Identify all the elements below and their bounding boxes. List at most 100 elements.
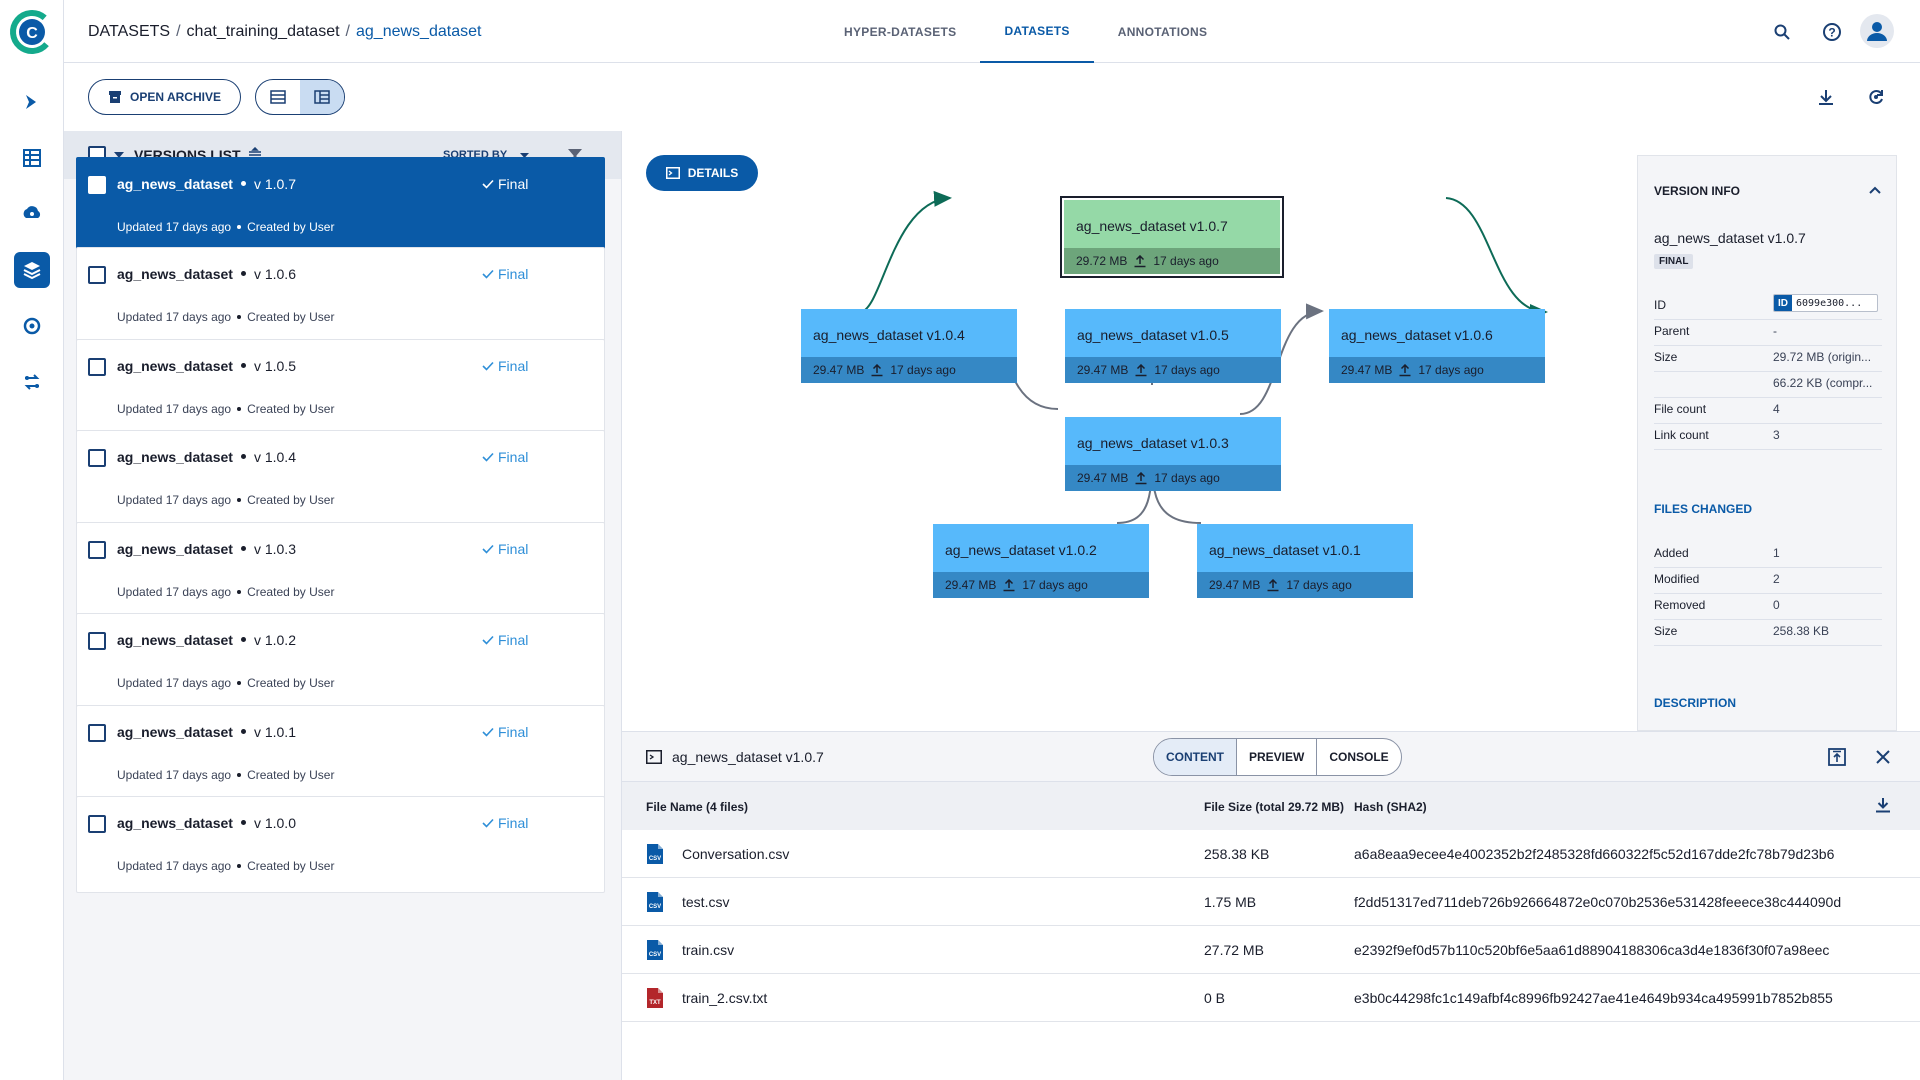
header-tabs: HYPER-DATASETS DATASETS ANNOTATIONS: [820, 0, 1231, 63]
select-menu-chevron-icon[interactable]: [114, 152, 124, 158]
check-icon: [482, 179, 494, 189]
table-view-button[interactable]: [256, 80, 300, 114]
collapse-chevron-up-icon[interactable]: [1869, 186, 1881, 194]
node-title: ag_news_dataset v1.0.4: [813, 327, 965, 343]
refresh-icon[interactable]: [1866, 87, 1888, 109]
tab-console[interactable]: CONSOLE: [1329, 750, 1389, 764]
breadcrumb-project[interactable]: chat_training_dataset: [186, 23, 340, 40]
breadcrumb-dataset[interactable]: ag_news_dataset: [356, 23, 482, 40]
tab-preview[interactable]: PREVIEW: [1237, 739, 1318, 775]
experiments-icon[interactable]: [14, 308, 50, 344]
version-checkbox[interactable]: [88, 449, 106, 467]
tab-datasets[interactable]: DATASETS: [980, 0, 1094, 63]
expand-panel-icon[interactable]: [1828, 748, 1846, 766]
datasets-icon[interactable]: [14, 252, 50, 288]
node-title: ag_news_dataset v1.0.5: [1077, 327, 1229, 343]
csv-file-icon: CSV: [647, 892, 663, 912]
file-name[interactable]: test.csv: [682, 894, 730, 910]
console-icon: [665, 167, 680, 179]
details-view-button[interactable]: [300, 80, 344, 114]
info-row: 66.22 KB (compr...: [1654, 366, 1882, 398]
version-status: Final: [482, 266, 528, 282]
download-icon[interactable]: [1874, 796, 1892, 814]
col-file-name[interactable]: File Name (4 files): [646, 800, 749, 814]
version-checkbox[interactable]: [88, 358, 106, 376]
upload-icon: [1267, 578, 1279, 591]
tab-hyper-datasets[interactable]: HYPER-DATASETS: [844, 24, 957, 39]
svg-text:C: C: [26, 25, 38, 42]
file-name[interactable]: train_2.csv.txt: [682, 990, 768, 1006]
orchestration-icon[interactable]: [14, 364, 50, 400]
version-info-panel: VERSION INFO ag_news_dataset v1.0.7 FINA…: [1637, 155, 1897, 731]
tab-annotations[interactable]: ANNOTATIONS: [1117, 24, 1208, 39]
version-status: Final: [482, 541, 528, 557]
node-title: ag_news_dataset v1.0.3: [1077, 435, 1229, 451]
details-view-icon: [314, 90, 330, 104]
breadcrumb-datasets[interactable]: DATASETS: [88, 23, 171, 40]
filter-icon[interactable]: [568, 148, 582, 162]
graph-edge: [859, 190, 952, 313]
models-icon[interactable]: [14, 196, 50, 232]
file-hash: f2dd51317ed711deb726b926664872e0c070b253…: [1354, 894, 1842, 910]
version-checkbox[interactable]: [88, 541, 106, 559]
help-icon[interactable]: ?: [1820, 20, 1844, 44]
left-nav: C: [0, 0, 64, 1080]
sort-chevron-down-icon[interactable]: [520, 153, 529, 158]
user-avatar[interactable]: [1860, 14, 1894, 48]
file-name[interactable]: Conversation.csv: [682, 846, 790, 862]
col-hash[interactable]: Hash (SHA2): [1354, 800, 1427, 814]
version-status: Final: [482, 449, 528, 465]
clearml-logo[interactable]: C: [8, 8, 56, 56]
close-icon[interactable]: [1876, 750, 1890, 764]
download-icon[interactable]: [1816, 87, 1838, 109]
version-checkbox[interactable]: [88, 815, 106, 833]
content-panel-title: ag_news_dataset v1.0.7: [672, 749, 824, 765]
version-checkbox[interactable]: [88, 632, 106, 650]
open-archive-label: OPEN ARCHIVE: [130, 90, 221, 104]
pipelines-icon[interactable]: [14, 84, 50, 120]
details-button[interactable]: DETAILS: [646, 155, 758, 191]
version-checkbox[interactable]: [88, 724, 106, 742]
col-file-size[interactable]: File Size (total 29.72 MB): [1204, 800, 1345, 814]
projects-icon[interactable]: [14, 140, 50, 176]
table-view-icon: [270, 90, 286, 104]
tab-content[interactable]: CONTENT: [1154, 739, 1237, 775]
search-icon[interactable]: [1770, 20, 1794, 44]
version-checkbox[interactable]: [88, 266, 106, 284]
upload-icon: [1134, 254, 1146, 267]
file-name[interactable]: train.csv: [682, 942, 735, 958]
version-status: Final: [482, 815, 528, 831]
open-archive-button[interactable]: OPEN ARCHIVE: [88, 79, 241, 115]
content-panel-header: ag_news_dataset v1.0.7 CONTENT PREVIEW C…: [622, 732, 1920, 782]
version-checkbox[interactable]: [88, 176, 106, 194]
node-title: ag_news_dataset v1.0.7: [1076, 218, 1228, 234]
files-changed-title: FILES CHANGED: [1654, 502, 1753, 516]
